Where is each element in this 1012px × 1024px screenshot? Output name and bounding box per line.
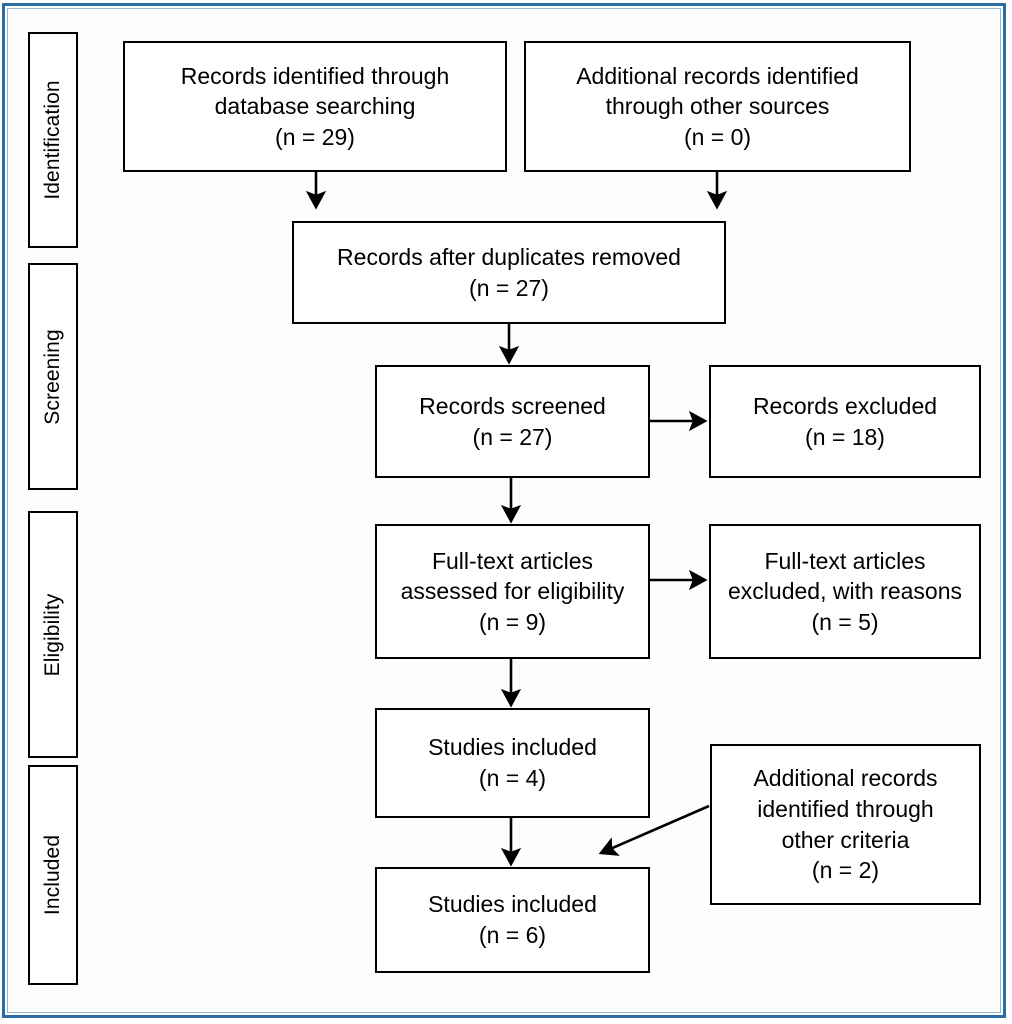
stage-label-eligibility: Eligibility — [41, 593, 64, 676]
stage-label-identification: Identification — [41, 80, 64, 200]
node-records-screened[interactable]: Records screened (n = 27) — [375, 365, 650, 478]
node-fulltext-excluded-with-reasons[interactable]: Full-text articles excluded, with reason… — [709, 524, 981, 659]
node-text-studies-included-final: Studies included (n = 6) — [428, 891, 597, 948]
node-text-fulltext-assessed-eligibility: Full-text articles assessed for eligibil… — [400, 547, 625, 635]
stage-box-eligibility: Eligibility — [28, 511, 78, 758]
node-text-records-after-duplicates-removed: Records after duplicates removed (n = 27… — [337, 243, 681, 301]
node-text-records-excluded: Records excluded (n = 18) — [752, 392, 938, 450]
node-text-fulltext-excluded-with-reasons: Full-text articles excluded, with reason… — [728, 547, 962, 635]
node-text-additional-records-other-sources: Additional records identified through ot… — [576, 62, 859, 150]
node-records-excluded[interactable]: Records excluded (n = 18) — [709, 365, 981, 478]
node-text-records-screened: Records screened (n = 27) — [419, 392, 606, 450]
node-additional-records-other-criteria[interactable]: Additional records identified through ot… — [710, 744, 981, 905]
node-studies-included-first[interactable]: Studies included (n = 4) — [375, 708, 650, 818]
node-text-records-identified-database: Records identified through database sear… — [180, 62, 450, 150]
stage-box-identification: Identification — [28, 32, 78, 248]
node-studies-included-final[interactable]: Studies included (n = 6) — [375, 867, 650, 973]
node-fulltext-assessed-eligibility[interactable]: Full-text articles assessed for eligibil… — [375, 524, 650, 659]
node-text-studies-included-first: Studies included (n = 4) — [428, 734, 597, 791]
stage-box-included: Included — [28, 765, 78, 985]
node-additional-records-other-sources[interactable]: Additional records identified through ot… — [524, 41, 911, 172]
node-records-after-duplicates-removed[interactable]: Records after duplicates removed (n = 27… — [292, 221, 726, 324]
node-text-additional-records-other-criteria: Additional records identified through ot… — [753, 765, 938, 884]
stage-label-screening: Screening — [41, 328, 64, 425]
stage-box-screening: Screening — [28, 263, 78, 490]
node-records-identified-database[interactable]: Records identified through database sear… — [123, 41, 507, 172]
stage-label-included: Included — [41, 834, 64, 916]
